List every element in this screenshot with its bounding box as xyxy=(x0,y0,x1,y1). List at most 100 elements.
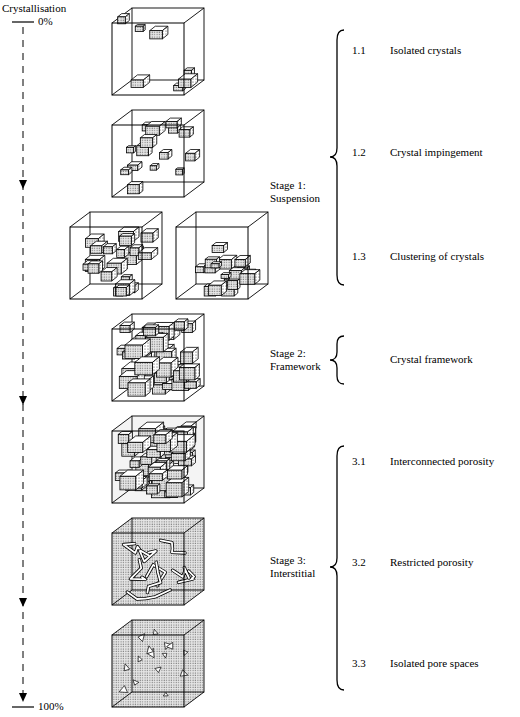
cube-front-edge xyxy=(112,533,184,605)
pore-outline xyxy=(140,550,156,561)
cube-edge xyxy=(112,8,132,23)
percent-label: 0% xyxy=(38,15,53,28)
stage-braces xyxy=(330,30,344,690)
cube-edge xyxy=(184,518,204,533)
crystal-front xyxy=(176,169,183,175)
crystal-front xyxy=(121,170,129,175)
axis-title: Crystallisation xyxy=(2,2,66,15)
stage-label: Stage 1: Suspension xyxy=(270,179,332,205)
crystal-front xyxy=(178,79,190,87)
cube-front-edge xyxy=(112,431,184,503)
crystal-side xyxy=(162,26,168,39)
sub-stage-text: Interconnected porosity xyxy=(390,455,494,468)
cube-edge xyxy=(184,620,204,635)
cube-back-edge xyxy=(132,620,204,692)
sub-stage-number: 3.1 xyxy=(352,455,366,468)
sub-stage-number: 1.2 xyxy=(352,146,366,159)
crystal-side xyxy=(182,477,189,496)
crystal-front xyxy=(117,250,125,258)
cube-front-edge xyxy=(112,635,184,707)
cube-edge xyxy=(112,692,132,707)
crystal-front xyxy=(150,166,156,170)
crystal-front xyxy=(221,275,229,279)
cube-edge xyxy=(248,212,268,227)
brace xyxy=(330,336,344,384)
crystal-side xyxy=(195,150,200,161)
crystal-side xyxy=(112,244,116,254)
pore-outline xyxy=(124,544,139,553)
crystal-front xyxy=(135,26,143,31)
crystal-front xyxy=(185,382,197,389)
isolated-pore xyxy=(138,656,142,662)
isolated-pore xyxy=(119,686,127,693)
crystal-front xyxy=(208,285,221,295)
crystal-front xyxy=(167,470,181,479)
crystal-cube xyxy=(176,212,268,299)
stage-label: Stage 3: Interstitial xyxy=(270,554,332,580)
crystal-side xyxy=(153,229,158,242)
cube-edge xyxy=(184,8,204,23)
crystal-side xyxy=(184,319,188,330)
crystal-front xyxy=(128,442,143,452)
pore-space xyxy=(127,590,170,599)
axis-tick xyxy=(12,706,34,707)
crystal-front xyxy=(171,454,185,461)
crystal-front xyxy=(130,248,139,256)
pore-space xyxy=(173,567,189,577)
sub-stage-number: 1.3 xyxy=(352,250,366,263)
crystal-front xyxy=(146,126,160,135)
crystal-side xyxy=(182,466,188,479)
pore-outline xyxy=(131,560,146,580)
crystal-front xyxy=(131,80,143,87)
pore-space xyxy=(161,540,185,553)
cube-edge xyxy=(112,110,132,125)
pore-space xyxy=(124,544,139,553)
crystal-side xyxy=(125,14,129,24)
cube-edge xyxy=(112,518,132,533)
percent-label: 100% xyxy=(38,700,64,713)
crystal-side xyxy=(151,248,158,260)
crystal-side xyxy=(187,435,195,452)
crystal-cube xyxy=(112,416,204,503)
crystal-side xyxy=(221,281,226,296)
isolated-pore xyxy=(163,693,168,697)
crystal-front xyxy=(135,362,153,374)
crystal-side xyxy=(152,357,159,375)
crystal-side xyxy=(139,182,143,194)
crystal-front xyxy=(160,153,168,159)
isolated-pore xyxy=(162,653,167,658)
cube-edge xyxy=(184,110,204,125)
crystal-side xyxy=(155,325,158,336)
cube-front-edge xyxy=(112,23,184,95)
crystal-front xyxy=(154,435,166,444)
brace xyxy=(330,30,344,285)
isolated-pore xyxy=(153,629,158,634)
crystal-front xyxy=(138,253,151,260)
crystal-front xyxy=(179,368,194,380)
sub-stage-text: Isolated pore spaces xyxy=(390,657,479,670)
crystal-side xyxy=(138,162,142,171)
crystal-side xyxy=(162,469,168,480)
crystal-front xyxy=(140,138,152,148)
cube-edge xyxy=(184,182,204,197)
crystal-side xyxy=(196,379,200,389)
crystal-front xyxy=(149,474,162,481)
pore-outline xyxy=(161,540,185,553)
crystal-side xyxy=(125,246,129,257)
crystal-side xyxy=(190,485,193,495)
sub-stage-number: 3.2 xyxy=(352,556,366,569)
crystal-side xyxy=(130,322,134,332)
cube-edge xyxy=(184,590,204,605)
crystal-side xyxy=(192,456,196,466)
crystal-front xyxy=(212,246,224,253)
crystal-front xyxy=(116,284,130,296)
crystal-side xyxy=(169,322,174,340)
cube-edge xyxy=(142,212,162,227)
crystal-cube xyxy=(70,212,162,299)
cube-edge xyxy=(112,620,132,635)
crystal-front xyxy=(240,274,255,284)
crystal-front xyxy=(235,260,245,267)
crystal-front xyxy=(141,457,152,464)
arrow-head xyxy=(19,396,27,405)
crystal-side xyxy=(130,280,135,296)
